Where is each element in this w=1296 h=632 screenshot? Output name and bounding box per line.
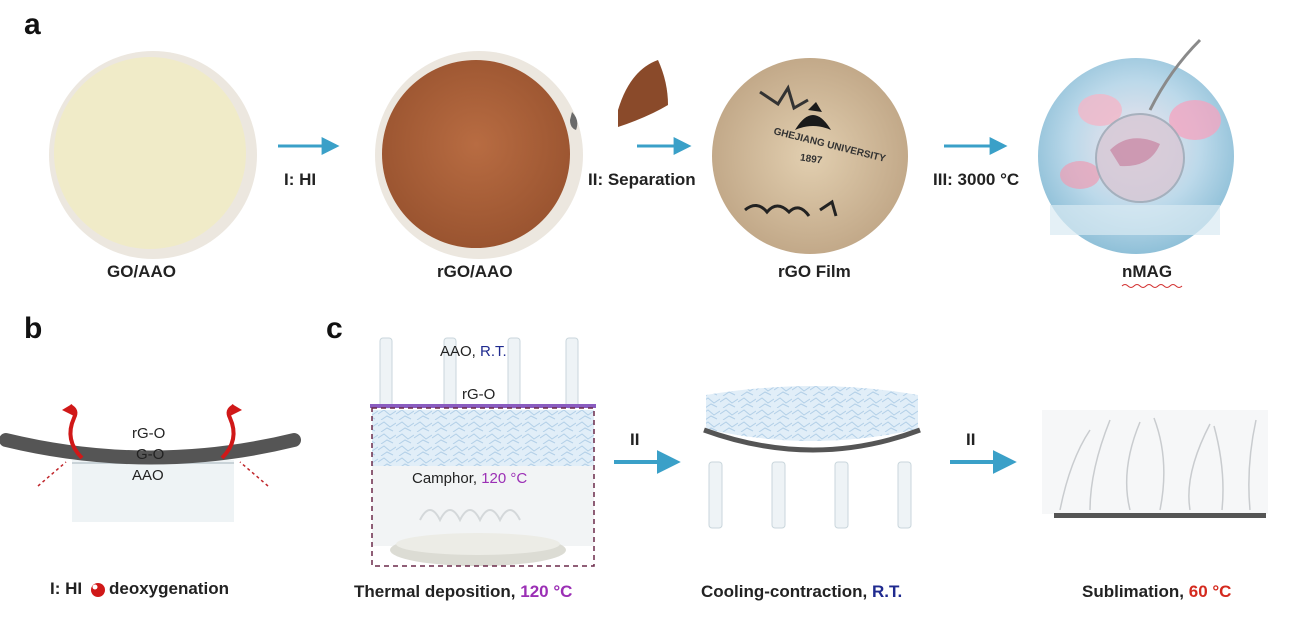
rgo-aao-disk [375,51,583,259]
stage1-caption-b: 120 °C [520,582,573,601]
rgo-film-disk [712,58,908,254]
panel-c-stage3 [1042,410,1268,518]
stage2-caption-a: Cooling-contraction, [701,582,872,601]
panel-label-a: a [24,8,41,41]
stage1-top-label: AAO, R.T. [440,343,507,360]
stage2-caption-b: R.T. [871,582,903,601]
panel-label-b: b [24,312,43,345]
label-rgo-aao: rGO/AAO [437,262,513,281]
stage1-rgo-label: rG-O [462,386,496,403]
panel-c-stage2 [703,386,921,529]
peeled-flake [618,60,668,127]
stage1-top-label-a: AAO, [440,343,481,360]
nmag-disk [1038,38,1234,254]
go-aao-disk [49,51,257,259]
panel-label-c: c [326,312,343,345]
panel-b-graphic [0,404,301,597]
stage1-camphor-label: Camphor, 120 °C [412,470,527,487]
label-rgo-film: rGO Film [778,262,851,281]
stage2-caption: Cooling-contraction, R.T. [701,582,902,602]
nmag-underline [1121,284,1183,288]
label-step-2: II: Separation [588,170,696,189]
stage1-caption: Thermal deposition, 120 °C [354,582,572,602]
stage3-caption: Sublimation, 60 °C [1082,582,1231,602]
label-step-1: I: HI [284,170,317,189]
stage3-caption-a: Sublimation, [1082,582,1189,601]
stage1-caption-a: Thermal deposition, [354,582,521,601]
stage1-camphor-b: 120 °C [481,470,528,487]
layer-go: G-O [136,446,165,463]
caption-b-suffix: deoxygenation [109,579,229,598]
stage3-caption-b: 60 °C [1188,582,1232,601]
layer-aao: AAO [132,467,164,484]
label-go-aao: GO/AAO [107,262,176,281]
panel-c-stage1 [370,337,596,567]
stage1-top-label-b: R.T. [480,343,507,360]
label-nmag: nMAG [1122,262,1173,281]
arrow-c1-label: II [630,430,640,449]
label-step-3: III: 3000 °C [933,170,1020,189]
stage1-camphor-a: Camphor, [412,470,482,487]
layer-rgo: rG-O [132,425,166,442]
caption-b-prefix: I: HI [50,579,83,598]
arrow-c2-label: II [966,430,976,449]
